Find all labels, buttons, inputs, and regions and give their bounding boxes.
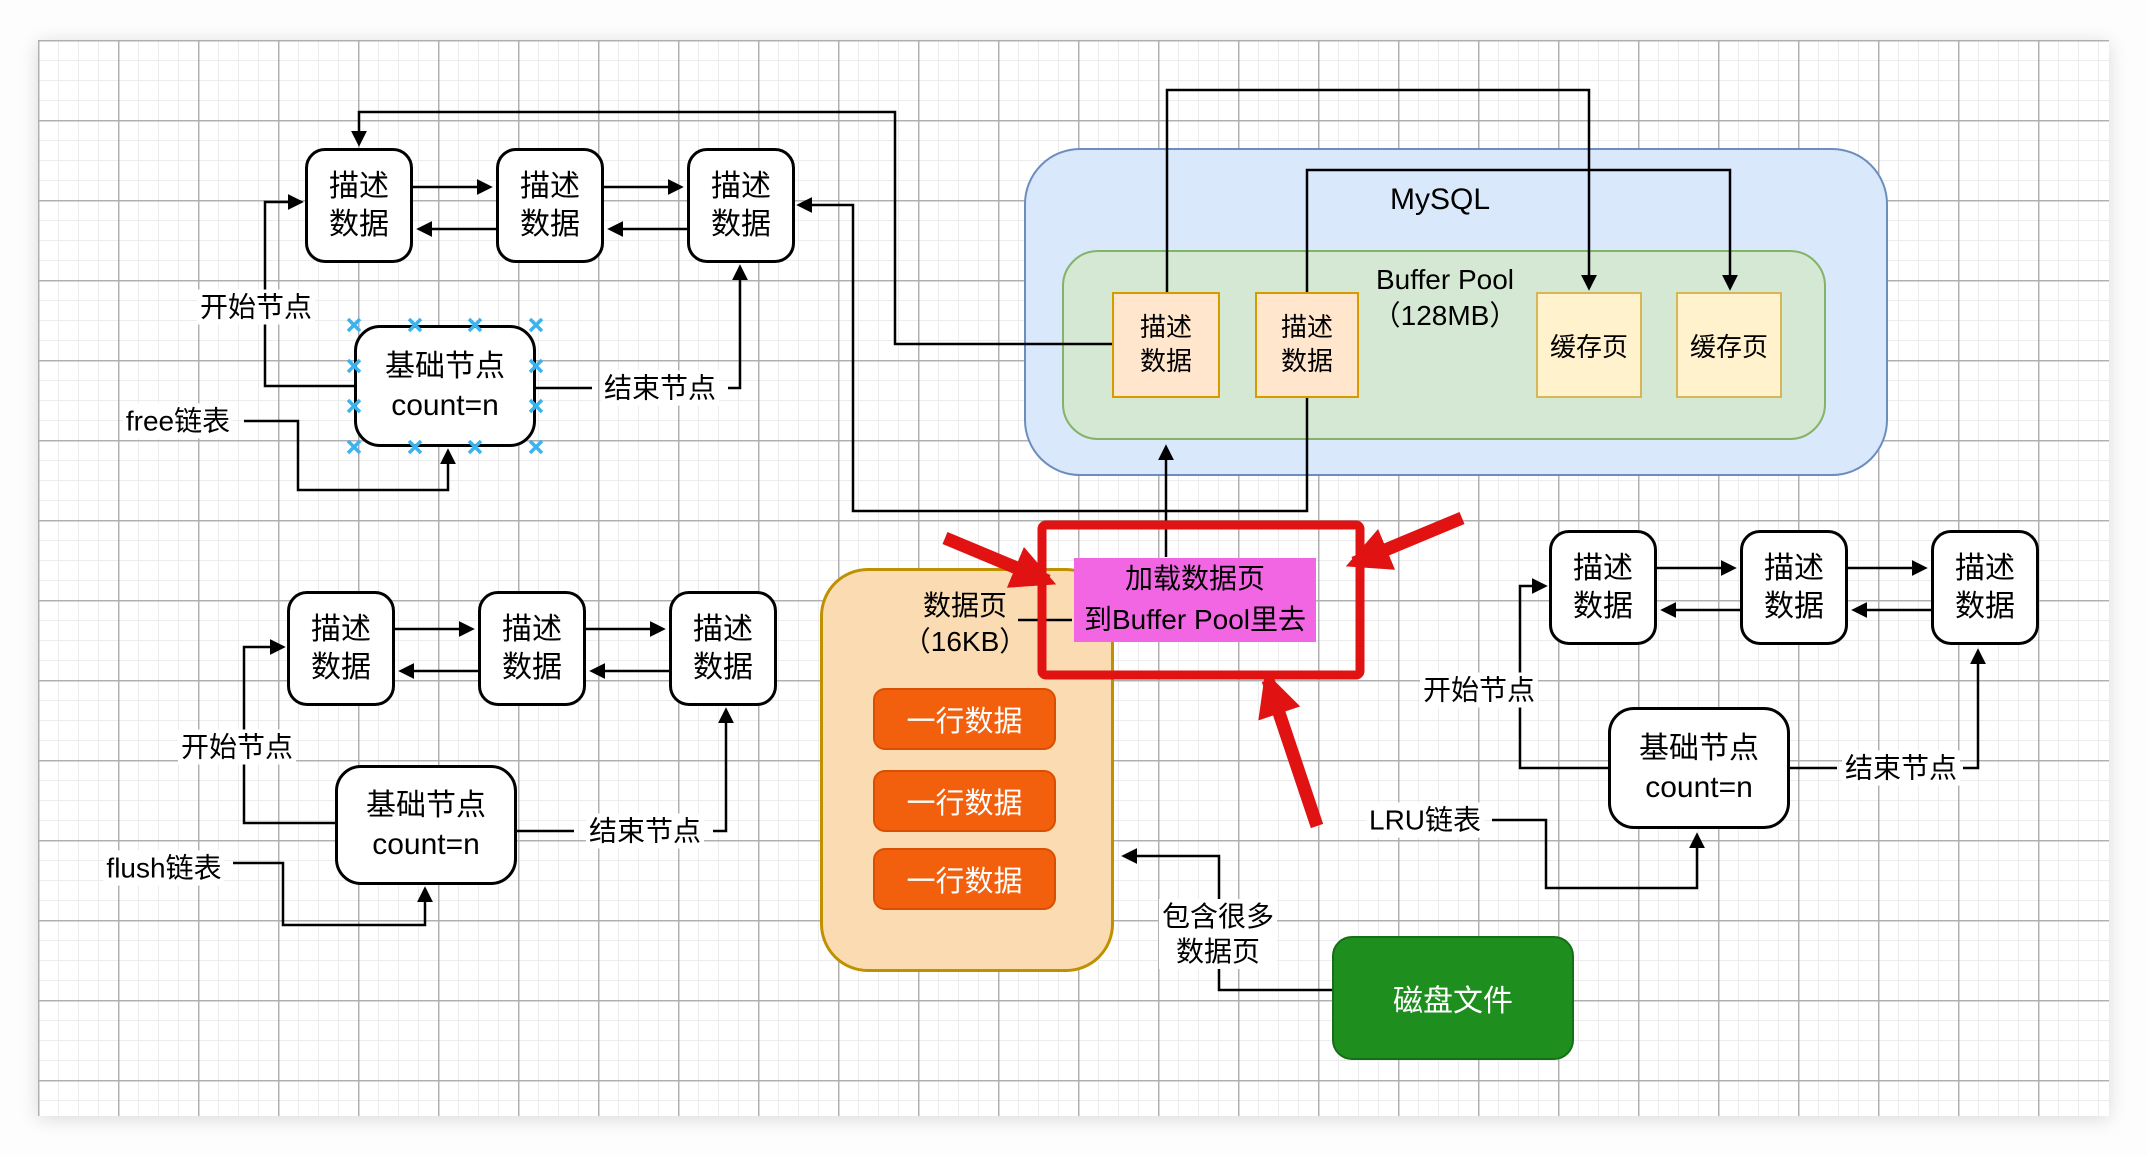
desc-node-lru[interactable]: 描述 数据: [1740, 530, 1848, 645]
label-lru-start[interactable]: 开始节点: [1419, 672, 1539, 708]
data-row[interactable]: 一行数据: [873, 688, 1056, 750]
label-free-list[interactable]: free链表: [122, 403, 234, 439]
bufferpool-desc-node[interactable]: 描述 数据: [1112, 292, 1220, 398]
desc-node-lru[interactable]: 描述 数据: [1549, 530, 1657, 645]
base-node-lru[interactable]: 基础节点 count=n: [1608, 707, 1790, 829]
label-lru-end[interactable]: 结束节点: [1841, 750, 1961, 786]
desc-node-flush[interactable]: 描述 数据: [669, 591, 777, 706]
desc-node-flush[interactable]: 描述 数据: [478, 591, 586, 706]
data-row[interactable]: 一行数据: [873, 770, 1056, 832]
bufferpool-desc-node[interactable]: 描述 数据: [1255, 292, 1359, 398]
data-page-title[interactable]: 数据页 （16KB）: [902, 590, 1028, 658]
disk-file-node[interactable]: 磁盘文件: [1332, 936, 1574, 1060]
desc-node-lru[interactable]: 描述 数据: [1931, 530, 2039, 645]
label-free-end[interactable]: 结束节点: [600, 370, 720, 406]
buffer-pool-title[interactable]: Buffer Pool （128MB）: [1372, 264, 1518, 332]
desc-node-free[interactable]: 描述 数据: [687, 148, 795, 263]
data-row[interactable]: 一行数据: [873, 848, 1056, 910]
label-flush-list[interactable]: flush链表: [103, 850, 225, 886]
base-node-free[interactable]: 基础节点 count=n: [354, 325, 536, 447]
desc-node-free[interactable]: 描述 数据: [496, 148, 604, 263]
mysql-title[interactable]: MySQL: [1390, 183, 1491, 216]
label-flush-start[interactable]: 开始节点: [177, 729, 297, 765]
label-lru-list[interactable]: LRU链表: [1365, 802, 1485, 838]
cache-page-node[interactable]: 缓存页: [1676, 292, 1782, 398]
label-flush-end[interactable]: 结束节点: [585, 813, 705, 849]
desc-node-flush[interactable]: 描述 数据: [287, 591, 395, 706]
desc-node-free[interactable]: 描述 数据: [305, 148, 413, 263]
label-free-start[interactable]: 开始节点: [196, 289, 316, 325]
label-disk-note[interactable]: 包含很多 数据页: [1158, 899, 1278, 969]
load-annotation[interactable]: 加载数据页 到Buffer Pool里去: [1074, 558, 1316, 642]
cache-page-node[interactable]: 缓存页: [1536, 292, 1642, 398]
base-node-flush[interactable]: 基础节点 count=n: [335, 765, 517, 885]
